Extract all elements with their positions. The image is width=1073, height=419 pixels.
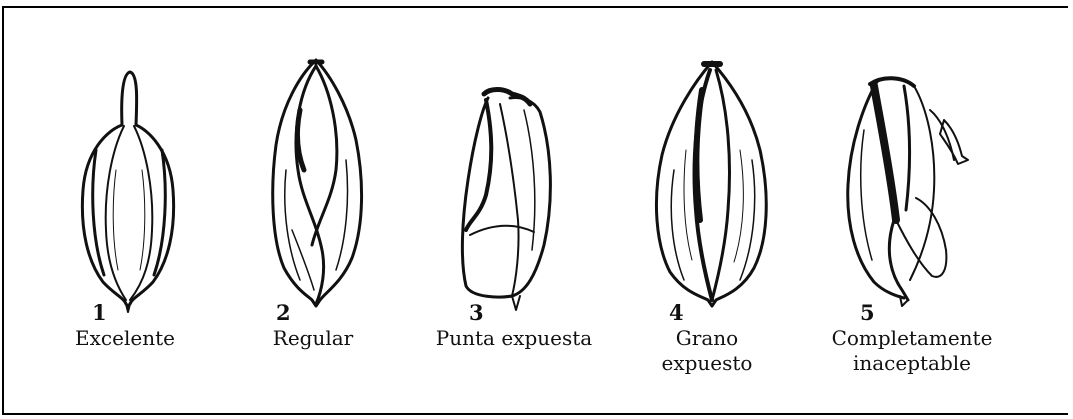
grain-label-line: Punta expuesta	[414, 326, 614, 351]
grain-label-line: inaceptable	[812, 351, 1012, 376]
grain-label-line: Completamente	[812, 326, 1012, 351]
grain-label: Excelente	[60, 326, 190, 351]
grain-label: Punta expuesta	[414, 326, 614, 351]
grain-4-drawing	[656, 62, 766, 306]
grain-label: Grano expuesto	[642, 326, 772, 376]
grain-5-drawing	[848, 78, 968, 306]
grain-label-line: Grano	[642, 326, 772, 351]
grain-number: 1	[92, 302, 107, 323]
grain-3-drawing	[462, 90, 550, 311]
grain-number: 5	[860, 302, 875, 323]
grain-number: 3	[469, 302, 484, 323]
grain-number: 2	[276, 302, 291, 323]
grain-2-drawing	[273, 60, 362, 306]
grain-label: Regular	[248, 326, 378, 351]
grain-number: 4	[669, 302, 684, 323]
grain-label-line: expuesto	[642, 351, 772, 376]
grain-label-line: Regular	[248, 326, 378, 351]
grain-label: Completamente inaceptable	[812, 326, 1012, 376]
grain-label-line: Excelente	[60, 326, 190, 351]
grain-1-drawing	[82, 72, 173, 312]
